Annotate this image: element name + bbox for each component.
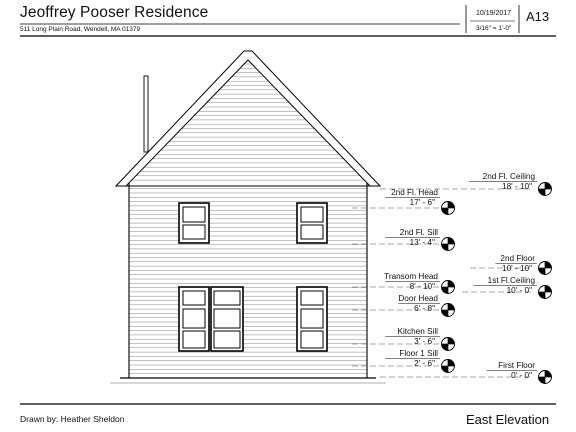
view-name: East Elevation xyxy=(466,412,550,427)
level-name-label: 1st Fl.Ceiling xyxy=(487,276,535,285)
project-address: 511 Long Plain Road, Wendell, MA 01379 xyxy=(20,26,141,33)
title-block-lines xyxy=(20,5,556,405)
level-name-label: 2nd Fl. Sill xyxy=(399,228,438,237)
level-name-label: 2nd Fl. Ceiling xyxy=(482,172,535,181)
level-name-label: Floor 1 Sill xyxy=(399,349,438,358)
level-elevation-label: 3' - 6" xyxy=(414,337,435,346)
window-2nd-right xyxy=(296,202,328,244)
drawing-scale: 3/16" = 1'-0" xyxy=(476,25,512,32)
kitchen-double-window xyxy=(210,286,244,352)
level-marker xyxy=(380,181,552,196)
level-marker xyxy=(352,197,455,215)
level-marker xyxy=(380,370,552,384)
level-marker xyxy=(352,358,455,373)
window-1st-right xyxy=(296,286,328,352)
level-elevation-label: 8' - 10" xyxy=(409,282,435,291)
level-marker xyxy=(352,336,455,351)
drawn-by: Drawn by: Heather Sheldon xyxy=(20,414,125,424)
level-marker xyxy=(352,303,455,317)
window-2nd-left xyxy=(178,202,210,244)
level-name-label: Transom Head xyxy=(384,272,438,281)
level-name-label: Kitchen Sill xyxy=(397,327,438,336)
level-marker xyxy=(352,280,455,294)
level-elevation-label: 6' - 8" xyxy=(414,304,435,313)
level-elevation-label: 2' - 6" xyxy=(414,359,435,368)
level-markers xyxy=(352,181,552,384)
level-elevation-label: 13' - 4" xyxy=(409,238,435,247)
level-marker xyxy=(470,261,552,275)
level-name-label: First Floor xyxy=(498,361,535,370)
level-marker xyxy=(352,237,455,251)
level-elevation-label: 10' - 0" xyxy=(506,286,532,295)
level-elevation-label: 18' - 10" xyxy=(502,182,532,191)
house-outline xyxy=(110,50,386,384)
window-1st-left xyxy=(178,286,210,352)
level-marker xyxy=(462,285,552,299)
level-name-label: 2nd Floor xyxy=(500,254,535,263)
project-title: Jeoffrey Pooser Residence xyxy=(20,4,209,21)
level-name-label: 2nd Fl. Head xyxy=(391,188,438,197)
level-elevation-label: 10' - 10" xyxy=(502,264,532,273)
drawing-date: 10/19/2017 xyxy=(476,10,512,17)
level-name-label: Door Head xyxy=(398,294,438,303)
clapboard-siding xyxy=(129,63,367,374)
level-elevation-label: 0' - 0" xyxy=(511,371,532,380)
level-elevation-label: 17' - 6" xyxy=(409,198,435,207)
sheet-number: A13 xyxy=(526,9,550,24)
